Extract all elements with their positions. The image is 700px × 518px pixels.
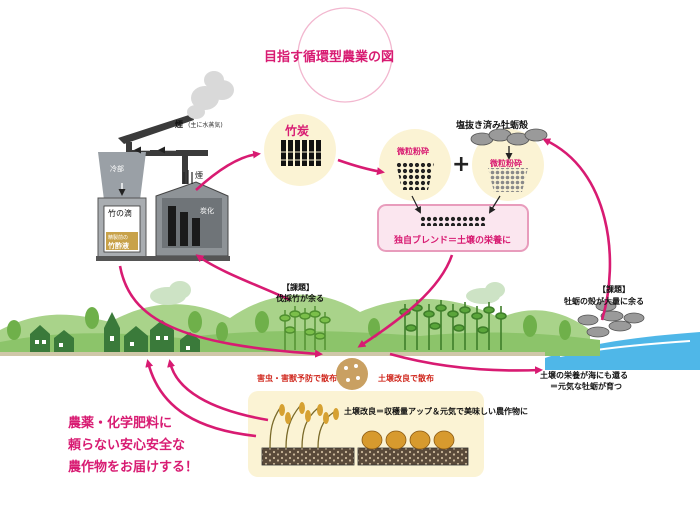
blend-label: 独自ブレンド＝土壌の栄養に	[394, 236, 512, 246]
result-label: 土壌改良＝収穫量アップ＆元気で美味しい農作物に	[344, 407, 528, 416]
smoke-note: (主に水蒸気)	[188, 122, 223, 129]
blend-powder	[420, 216, 486, 226]
arrow-blend-to-field	[357, 254, 454, 348]
onions	[361, 430, 455, 450]
ground-line	[0, 352, 545, 356]
issue-bamboo-tag: 【課題】	[282, 283, 314, 292]
blend-arrow-right	[488, 195, 501, 214]
village-houses	[30, 312, 200, 356]
page-title: 目指す循環型農業の図	[264, 50, 395, 65]
cycle-arrows	[118, 138, 612, 438]
blend-box	[377, 204, 529, 252]
cooling-label: 冷部	[110, 165, 124, 173]
issue-bamboo-text: 伐採竹が余る	[276, 294, 324, 303]
title-circle	[297, 7, 393, 103]
tank-label: 竹酢液	[108, 242, 129, 250]
message-line-1: 農薬・化学肥料に	[68, 416, 173, 431]
smoke-label: 煙	[175, 120, 183, 129]
arrow-crops-to-village-1	[145, 359, 257, 438]
blend-arrow-left	[411, 195, 421, 214]
smoke-label-group: 煙 (主に水蒸気)	[175, 112, 223, 131]
charcoal-label: 竹炭	[285, 124, 310, 138]
arrow-vinegar-to-field	[118, 265, 323, 358]
arrow-field-to-sea	[389, 352, 543, 375]
oyster-pile	[577, 300, 645, 338]
tank-note: 精製前の	[108, 235, 129, 241]
oyster-powder-label: 微粒粉砕	[490, 159, 522, 168]
oyster-title: 塩抜き済み牡蛎殻	[456, 121, 529, 131]
kiln-base	[96, 256, 230, 261]
salted-oyster-shells	[470, 128, 548, 146]
arrow-bamboo-to-kiln	[195, 254, 291, 302]
charcoal-powder-label: 微粒粉砕	[397, 147, 429, 156]
issue-oyster-text: 牡蛎の殻が大量に余る	[564, 297, 644, 306]
charcoal-sticks	[281, 140, 321, 166]
hill-trees	[7, 307, 571, 342]
arrow-kiln-to-charcoal	[195, 150, 261, 191]
house-windows	[35, 336, 190, 350]
message-line-3: 農作物をお届けする！	[68, 460, 199, 475]
chimney-vent	[183, 170, 193, 184]
sea-line2: ＝元気な牡蛎が育つ	[550, 382, 622, 391]
soil-left	[261, 447, 355, 466]
oyster-powder-circle	[472, 129, 544, 201]
bamboo-in-kiln	[168, 206, 200, 246]
soil-right	[357, 447, 469, 466]
clouds	[150, 281, 505, 305]
sea	[545, 332, 700, 370]
cooler-unit	[98, 152, 146, 200]
arrow-crops-to-village-2	[167, 359, 269, 422]
oyster-powder	[488, 168, 528, 192]
sea-line1: 土壌の栄養が海にも還る	[540, 371, 628, 380]
plus-sign: +	[452, 152, 470, 177]
spray-pest-label: 害虫・害獣予防で散布	[257, 374, 337, 383]
arrow-charcoal-to-powder	[337, 158, 385, 176]
spread-dish-dots	[344, 364, 360, 382]
rice-stems	[269, 405, 335, 449]
rice-grains	[279, 402, 339, 424]
charcoal-joints	[281, 151, 321, 161]
liquid-label: 竹の滴	[108, 209, 132, 218]
bamboo-grove-left	[279, 306, 331, 350]
spread-dish	[336, 358, 368, 390]
message-line-2: 頼らない安心安全な	[68, 438, 186, 453]
spray-soil-label: 土壌改良で散布	[378, 374, 434, 383]
bamboo-grove-right	[399, 300, 507, 350]
arrow-oysters-to-shells	[542, 138, 612, 321]
smoke-cloud	[187, 71, 234, 119]
carbonization-label: 炭化	[200, 207, 214, 215]
vinegar-liquid	[106, 232, 138, 250]
charcoal-powder	[396, 163, 434, 190]
issue-oyster-tag: 【課題】	[598, 285, 630, 294]
kiln-smoke-label: 煙	[195, 171, 203, 180]
